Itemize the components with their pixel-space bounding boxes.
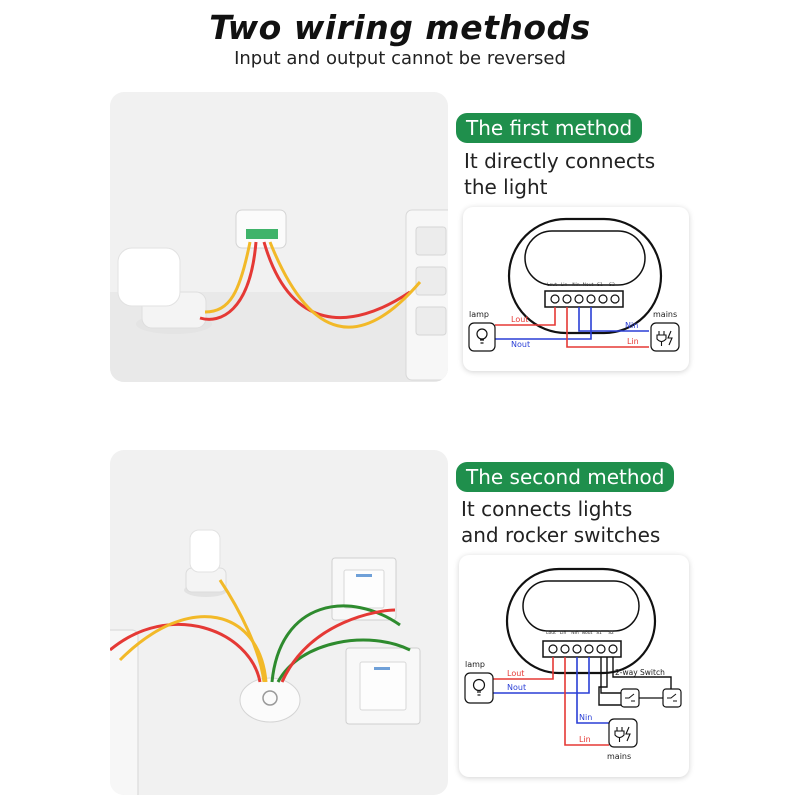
- two-way-switch-icon: [620, 688, 682, 708]
- socket-strip: [405, 209, 448, 381]
- socket-strip: [110, 629, 139, 795]
- rocker-switch-bottom: [345, 647, 421, 725]
- device-outline: [505, 567, 657, 675]
- lamp-label: lamp: [465, 660, 485, 669]
- terminal-label-s2: S2: [608, 630, 614, 636]
- smart-module: [239, 677, 301, 723]
- lamp-icon: [464, 672, 494, 704]
- mains-label: mains: [607, 752, 631, 761]
- first-method-diagram-card: Lout Lin Nin Nout S1 S2 Lout Nout Nin Li…: [463, 207, 689, 371]
- wire-label-nout: Nout: [507, 683, 526, 692]
- second-method-diagram-card: Lout Lin Nin Nout S1 S2 2-way Switch: [459, 555, 689, 777]
- terminal-label-nout: Nout: [583, 282, 594, 288]
- wire-lin: [564, 657, 609, 746]
- wire-nin: [578, 307, 649, 332]
- wire-label-lout: Lout: [507, 669, 524, 678]
- second-method-desc-line1: It connects lights: [461, 497, 633, 521]
- device-outline: [507, 217, 663, 335]
- device-inner-outline: [524, 230, 646, 286]
- terminal-label-lin: Lin: [560, 630, 567, 636]
- terminal-label-s1: S1: [597, 282, 603, 288]
- photo-first-method: [110, 92, 448, 382]
- second-method-desc-line2: and rocker switches: [461, 523, 661, 547]
- first-method-badge: The first method: [456, 113, 643, 143]
- terminal-label-lout: Lout: [546, 630, 556, 636]
- lamp-photo: [117, 247, 212, 334]
- wire-label-lin: Lin: [579, 735, 591, 744]
- wire-label-lin: Lin: [627, 337, 639, 346]
- switch-label: 2-way Switch: [615, 668, 665, 677]
- second-method-description: It connects lights and rocker switches: [461, 496, 660, 548]
- photo-second-method: [110, 450, 448, 795]
- wire-nout: [493, 657, 590, 694]
- device-inner-outline: [522, 580, 640, 632]
- wire-label-lout: Lout: [511, 315, 528, 324]
- smart-module: [235, 209, 287, 249]
- lamp-label: lamp: [469, 310, 489, 319]
- first-method-desc-line1: It directly connects: [464, 149, 656, 173]
- wire-nout: [495, 307, 592, 340]
- terminal-label-lout: Lout: [547, 282, 557, 288]
- terminal-label-s1: S1: [596, 630, 602, 636]
- first-method-description: It directly connects the light: [464, 148, 655, 200]
- terminal-label-nout: Nout: [582, 630, 593, 636]
- wire-s1: [600, 657, 627, 694]
- wire-lout: [493, 657, 554, 680]
- mains-label: mains: [653, 310, 677, 319]
- first-method-desc-line2: the light: [464, 175, 548, 199]
- terminal-label-s2: S2: [609, 282, 615, 288]
- plug-icon: [608, 718, 638, 748]
- wire-lout: [495, 307, 556, 326]
- second-method-badge: The second method: [456, 462, 675, 492]
- wire-lin: [566, 307, 649, 348]
- plug-icon: [650, 322, 680, 352]
- terminal-label-lin: Lin: [561, 282, 568, 288]
- page-subtitle: Input and output cannot be reversed: [234, 48, 566, 69]
- rocker-switch-top: [331, 557, 397, 621]
- wire-label-nin: Nin: [625, 321, 638, 330]
- terminal-label-nin: Nin: [571, 630, 579, 636]
- wire-nin: [576, 657, 609, 724]
- terminal-label-nin: Nin: [572, 282, 580, 288]
- wire-label-nout: Nout: [511, 340, 530, 349]
- wire-s-return: [598, 657, 627, 706]
- page-title: Two wiring methods: [209, 8, 591, 47]
- lamp-icon: [468, 322, 496, 352]
- lamp-photo: [184, 529, 228, 597]
- wire-label-nin: Nin: [579, 713, 592, 722]
